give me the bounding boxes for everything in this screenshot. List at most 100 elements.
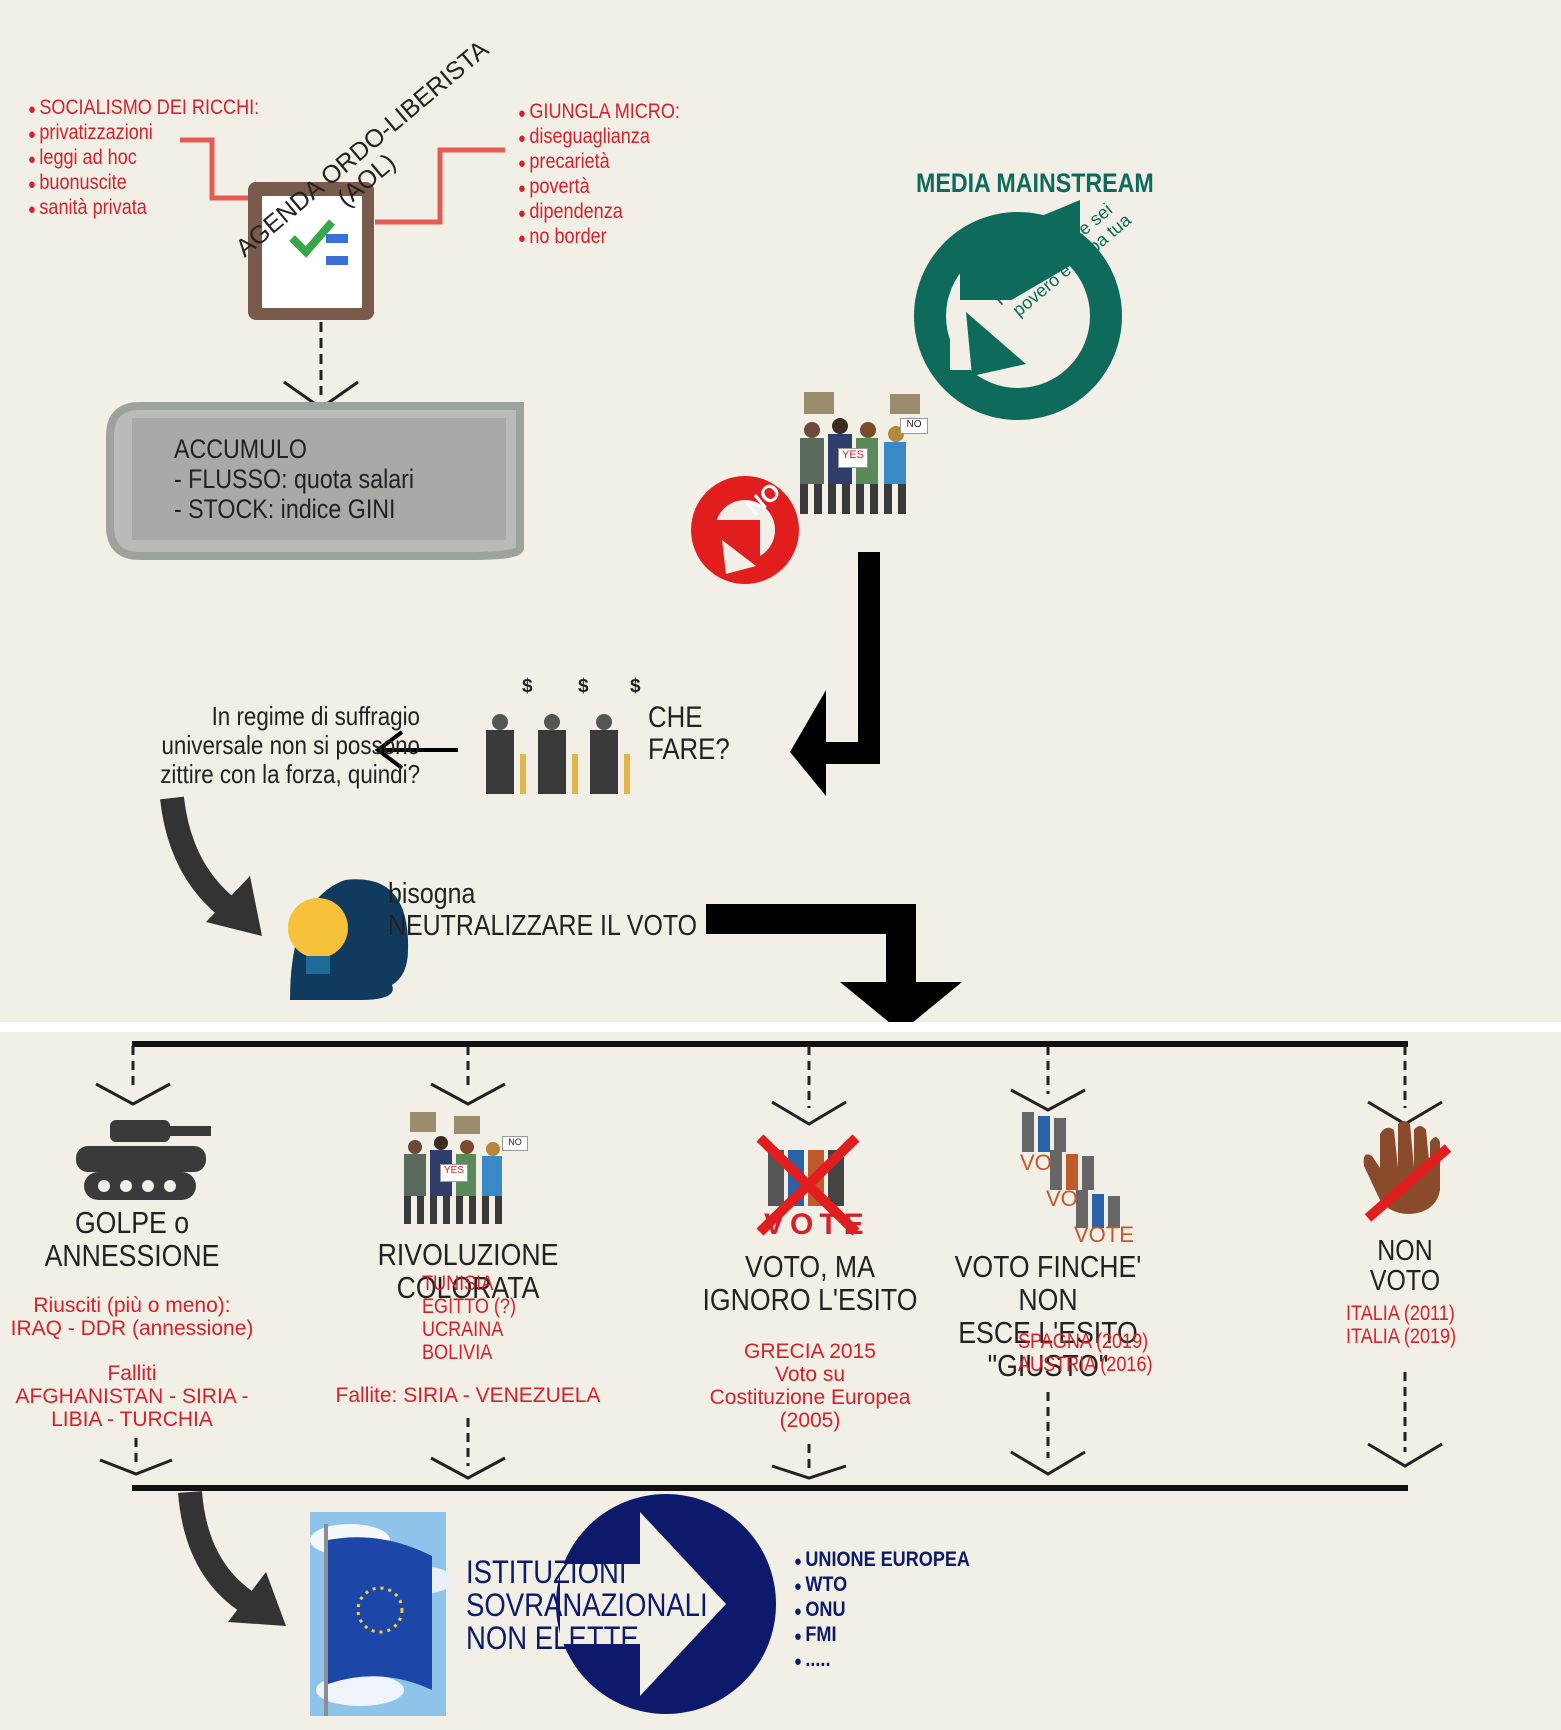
navy-arrow-icon — [556, 1494, 776, 1714]
socialismo-list: SOCIALISMO DEI RICCHI: privatizzazioni l… — [28, 96, 259, 221]
branch-title-line: IGNORO L'ESITO — [702, 1282, 918, 1317]
list-item: ..... — [794, 1648, 970, 1673]
list-item: privatizzazioni — [28, 121, 259, 146]
suffragio-text: In regime di suffragio universale non si… — [110, 702, 420, 789]
branch-title-line: GOLPE o — [74, 1205, 190, 1240]
list-item: no border — [518, 225, 680, 250]
list-item: Riusciti (più o meno): — [33, 1294, 231, 1317]
suffragio-line1: In regime di suffragio — [211, 701, 420, 731]
list-item: ONU — [794, 1598, 970, 1623]
circular-arrow-icon — [914, 200, 1122, 420]
che-fare-line2: FARE? — [648, 733, 730, 766]
branch-voto-ma-items: GRECIA 2015 Voto su Costituzione Europea… — [690, 1340, 930, 1432]
neutralizzare-text: bisogna NEUTRALIZZARE IL VOTO — [388, 878, 697, 942]
yes-sign: YES — [838, 448, 868, 468]
list-item: Costituzione Europea — [709, 1386, 911, 1409]
suffragio-line3: zittire con la forza, quindi? — [160, 759, 420, 789]
accumulo-line1: ACCUMULO — [174, 434, 307, 464]
bisogna-label: bisogna — [388, 878, 476, 910]
list-item: buonuscite — [28, 171, 259, 196]
idea-head-icon — [288, 879, 409, 1000]
branch-rivoluzione-failed: Fallite: SIRIA - VENEZUELA — [335, 1384, 601, 1407]
list-item: EGITTO (?) — [422, 1295, 516, 1318]
crossed-vote-icon — [756, 1134, 860, 1236]
branch-rivoluzione-items: TUNISIA EGITTO (?) UCRAINA BOLIVIA — [422, 1272, 516, 1364]
branch-title-line: ANNESSIONE — [44, 1238, 220, 1273]
tank-icon — [76, 1120, 211, 1200]
list-item: ITALIA (2011) — [1346, 1302, 1455, 1325]
list-item: Falliti — [107, 1362, 157, 1385]
accumulo-text: ACCUMULO - FLUSSO: quota salari - STOCK:… — [174, 434, 414, 524]
giungla-list: GIUNGLA MICRO: diseguaglianza precarietà… — [518, 100, 680, 250]
branch-title-line: VOTO FINCHE' NON — [954, 1249, 1142, 1317]
dollar-sign: $ — [522, 676, 533, 697]
list-item: ITALIA (2019) — [1346, 1325, 1457, 1348]
branch-title-line: VOTO — [1369, 1265, 1441, 1297]
list-item: Voto su — [774, 1363, 846, 1386]
accumulo-line2: - FLUSSO: quota salari — [174, 464, 415, 494]
clipboard-icon — [248, 182, 374, 320]
no-sign: NO — [900, 418, 928, 434]
istituzioni-text: ISTITUZIONI SOVRANAZIONALI NON ELETTE — [466, 1556, 708, 1655]
list-item: dipendenza — [518, 200, 680, 225]
list-item: povertà — [518, 175, 680, 200]
businessmen-icon: $ $ $ — [476, 676, 646, 806]
protesters-small-icon: YES NO — [404, 1110, 534, 1230]
branch-golpe-title: GOLPE o ANNESSIONE — [18, 1206, 245, 1272]
vote-word: VOTE — [1074, 1222, 1134, 1247]
list-item: FMI — [794, 1623, 970, 1648]
list-item: AFGHANISTAN - SIRIA - — [15, 1385, 249, 1408]
suffragio-line2: universale non si possono — [161, 730, 420, 760]
che-fare-text: CHE FARE? — [648, 702, 730, 766]
list-item: (2005) — [779, 1409, 841, 1432]
istituzioni-line: SOVRANAZIONALI — [466, 1587, 708, 1623]
media-title: MEDIA MAINSTREAM — [916, 168, 1154, 198]
istituzioni-line: ISTITUZIONI — [466, 1554, 627, 1590]
che-fare-line1: CHE — [648, 701, 703, 734]
istituzioni-line: NON ELETTE — [466, 1620, 639, 1656]
big-left-arrow — [790, 690, 826, 796]
branch-voto-finche-title: VOTO FINCHE' NON ESCE L'ESITO "GIUSTO" — [945, 1250, 1151, 1382]
vo-word: VO — [1020, 1150, 1052, 1175]
list-item: diseguaglianza — [518, 125, 680, 150]
list-item: SOCIALISMO DEI RICCHI: — [28, 96, 259, 121]
neutralizzare-label: NEUTRALIZZARE IL VOTO — [388, 910, 698, 942]
eu-flag-image — [310, 1512, 454, 1716]
no-arrow-icon — [691, 476, 799, 584]
branch-golpe-items: Riusciti (più o meno): IRAQ - DDR (annes… — [0, 1294, 264, 1431]
list-item: UCRAINA — [422, 1318, 504, 1341]
raised-hands-icon — [1022, 1112, 1120, 1228]
list-item: TUNISIA — [422, 1272, 494, 1295]
branch-title-line: NON — [1377, 1235, 1433, 1267]
no-hand-icon — [1363, 1121, 1452, 1222]
branch-title-line: VOTO, MA — [745, 1249, 875, 1284]
list-item: SPAGNA (2019) — [1018, 1330, 1149, 1353]
branch-title-line: ESCE L'ESITO "GIUSTO" — [958, 1315, 1138, 1383]
branch-voto-ma-title: VOTO, MA IGNORO L'ESITO — [698, 1250, 922, 1316]
big-down-arrow — [840, 982, 962, 1032]
list-item: leggi ad hoc — [28, 146, 259, 171]
yes-sign: YES — [440, 1164, 468, 1182]
list-item: GIUNGLA MICRO: — [518, 100, 680, 125]
list-item: WTO — [794, 1573, 970, 1598]
dollar-sign: $ — [578, 676, 589, 697]
no-sign: NO — [502, 1136, 528, 1151]
list-item: sanità privata — [28, 196, 259, 221]
accumulo-line3: - STOCK: indice GINI — [174, 494, 396, 524]
protesters-icon: YES NO — [800, 392, 950, 520]
list-item: BOLIVIA — [422, 1341, 493, 1364]
branch-rivoluzione-title: RIVOLUZIONE COLORATA — [377, 1237, 559, 1305]
list-item: IRAQ - DDR (annessione) — [10, 1317, 254, 1340]
list-item: AUSTRIA (2016) — [1018, 1353, 1153, 1376]
branch-voto-finche-items: SPAGNA (2019) AUSTRIA (2016) — [1018, 1330, 1153, 1376]
list-item: UNIONE EUROPEA — [794, 1548, 970, 1573]
vo-word: VO — [1046, 1186, 1078, 1211]
right-connector-line — [375, 147, 505, 225]
branch-non-voto-title: NON VOTO — [1349, 1236, 1461, 1296]
vote-word: VOTE — [764, 1208, 870, 1241]
list-item: precarietà — [518, 150, 680, 175]
list-item: LIBIA - TURCHIA — [51, 1408, 213, 1431]
istituzioni-list: UNIONE EUROPEA WTO ONU FMI ..... — [794, 1548, 970, 1673]
branch-non-voto-items: ITALIA (2011) ITALIA (2019) — [1346, 1302, 1456, 1348]
